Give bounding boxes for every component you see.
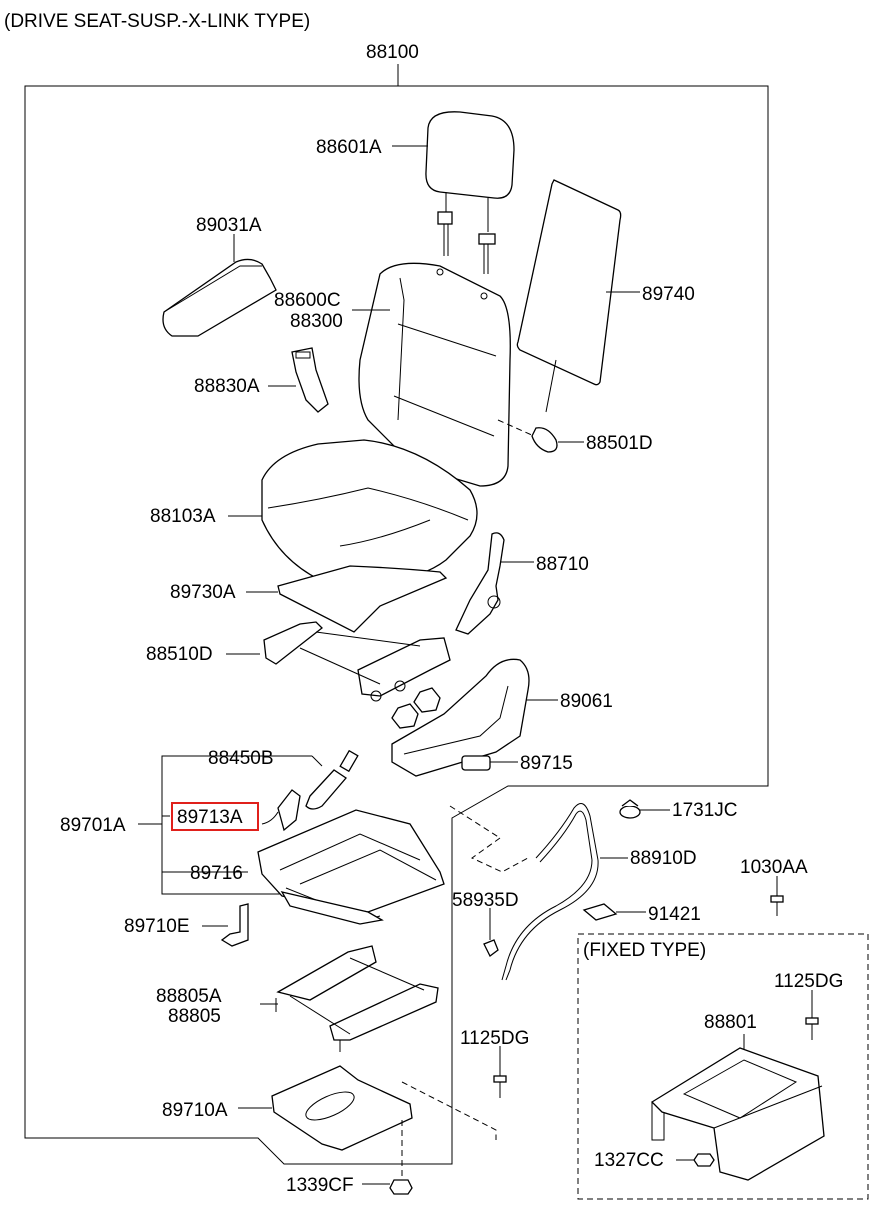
suspension-bracket: [138, 755, 312, 895]
fixed-label-1125DG: 1125DG: [774, 971, 843, 992]
fixed-type-title: (FIXED TYPE): [583, 940, 706, 961]
valve-assembly: [261, 789, 301, 832]
label-91421: 91421: [648, 904, 701, 925]
seat-frame: [263, 621, 451, 702]
label-89710A: 89710A: [162, 1100, 228, 1121]
label-88601A: 88601A: [316, 137, 382, 158]
bolt-1030AA: [770, 895, 784, 916]
label-89031A: 89031A: [196, 215, 262, 236]
label-89730A: 89730A: [170, 582, 236, 603]
heater-pad: [277, 565, 448, 633]
label-88805: 88805: [168, 1006, 221, 1027]
cable: [501, 803, 599, 981]
seat-cushion: [261, 439, 478, 585]
label-88510D: 88510D: [146, 644, 213, 665]
label-89716: 89716: [190, 863, 243, 884]
label-89710E: 89710E: [124, 916, 190, 937]
riser-frame: [275, 945, 439, 1052]
headrest: [425, 111, 515, 274]
clip: [483, 939, 499, 957]
highlight-box: [171, 802, 259, 831]
recliner-knob: [497, 419, 558, 453]
armrest: [162, 258, 277, 337]
label-89740: 89740: [642, 284, 695, 305]
label-88501D: 88501D: [586, 433, 653, 454]
fixed-label-1327CC: 1327CC: [594, 1150, 664, 1171]
seat-back: [358, 262, 511, 487]
label-89701A: 89701A: [60, 815, 126, 836]
label-1125DG: 1125DG: [460, 1028, 529, 1049]
side-shield: [391, 658, 530, 777]
label-58935D: 58935D: [452, 890, 519, 911]
base-plate: [271, 1065, 497, 1151]
damper: [305, 749, 359, 810]
label-1731JC: 1731JC: [672, 800, 738, 821]
label-89061: 89061: [560, 691, 613, 712]
fixed-bolt: [805, 1017, 819, 1025]
label-88600C: 88600C: [274, 290, 341, 311]
fixed-nut: [693, 1153, 715, 1167]
label-88710: 88710: [536, 554, 589, 575]
lift-lever: [461, 755, 491, 771]
fixed-type-box: (FIXED TYPE) 1125DG 88801 1327CC: [577, 933, 869, 1200]
mount-bracket: [220, 903, 249, 947]
assembly-number: 88100: [366, 42, 419, 63]
label-88910D: 88910D: [630, 848, 697, 869]
nut-1339CF: [389, 1120, 413, 1195]
label-89715: 88450B: [208, 748, 274, 769]
back-panel: [516, 179, 622, 413]
suspension-mechanism: [257, 805, 501, 925]
label-88300: 88300: [290, 311, 343, 332]
diagram-title: (DRIVE SEAT-SUSP.-X-LINK TYPE): [4, 11, 310, 32]
label-88450B: 89715: [520, 753, 573, 774]
label-1030AA: 1030AA: [740, 857, 808, 878]
fixed-label-88801: 88801: [704, 1012, 757, 1033]
recliner-lever: [455, 532, 505, 635]
label-88830A: 88830A: [194, 376, 260, 397]
grommet: [619, 799, 641, 819]
label-89713A: 89713A: [177, 807, 243, 828]
label-88103A: 88103A: [150, 506, 216, 527]
belt-buckle: [291, 347, 329, 413]
label-88805A: 88805A: [156, 986, 222, 1007]
assembly-outline: [24, 64, 769, 1165]
fixed-pedestal: [650, 1047, 825, 1181]
label-1339CF: 1339CF: [286, 1175, 354, 1196]
pad: [582, 903, 618, 921]
bolt-1125DG: [493, 1075, 507, 1098]
